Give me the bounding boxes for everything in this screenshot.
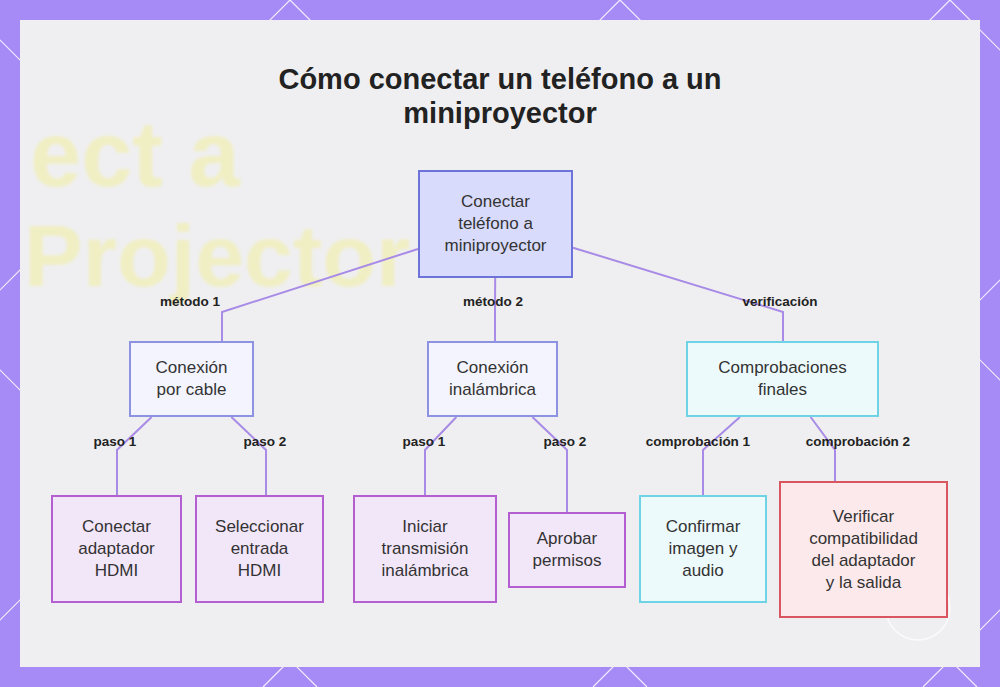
box-text: Aprobar permisos xyxy=(524,528,610,572)
edge-label: paso 2 xyxy=(544,434,587,449)
edge-label: paso 1 xyxy=(403,434,446,449)
edge-label: comprobación 2 xyxy=(806,434,910,449)
process-box: Confirmar imagen y audio xyxy=(639,495,767,603)
box-text: Seleccionar entrada HDMI xyxy=(211,516,308,582)
box-text: Confirmar imagen y audio xyxy=(655,516,751,582)
edge-label: método 2 xyxy=(463,294,523,309)
process-box: Conectar adaptador HDMI xyxy=(51,495,182,603)
watermark-text: ect a xyxy=(30,108,240,200)
edge-label: verificación xyxy=(742,294,817,309)
box-text: Conexión inalámbrica xyxy=(443,357,542,401)
process-box: Aprobar permisos xyxy=(508,512,626,588)
process-box: Iniciar transmisión inalámbrica xyxy=(353,495,497,603)
process-box: Conectar teléfono a miniproyector xyxy=(418,170,573,278)
edge-label: método 1 xyxy=(160,294,220,309)
watermark-text: Projector xyxy=(24,212,410,300)
panel xyxy=(20,20,980,667)
box-text: Comprobaciones finales xyxy=(706,357,859,401)
connector-line xyxy=(222,249,418,341)
box-text: Conectar teléfono a miniproyector xyxy=(430,191,561,257)
process-box: Seleccionar entrada HDMI xyxy=(195,495,324,603)
process-box: Comprobaciones finales xyxy=(686,341,879,417)
box-text: Verificar compatibilidad del adaptador y… xyxy=(806,506,921,594)
process-box: Conexión inalámbrica xyxy=(427,341,558,417)
connector-line xyxy=(703,417,740,495)
connector-line xyxy=(425,417,456,495)
box-text: Conexión por cable xyxy=(149,357,234,401)
edge-label: paso 1 xyxy=(94,434,137,449)
box-text: Iniciar transmisión inalámbrica xyxy=(369,516,481,582)
connector-line xyxy=(811,417,835,481)
diagram-title: Cómo conectar un teléfono a un miniproye… xyxy=(250,62,750,130)
connector-line xyxy=(117,417,152,495)
connector-line xyxy=(231,417,266,495)
box-text: Conectar adaptador HDMI xyxy=(67,516,166,582)
connector-line xyxy=(494,278,496,341)
process-box: Verificar compatibilidad del adaptador y… xyxy=(779,481,948,618)
edge-label: paso 2 xyxy=(244,434,287,449)
edge-label: comprobación 1 xyxy=(646,434,750,449)
process-box: Conexión por cable xyxy=(129,341,254,417)
connector-line xyxy=(532,417,567,512)
